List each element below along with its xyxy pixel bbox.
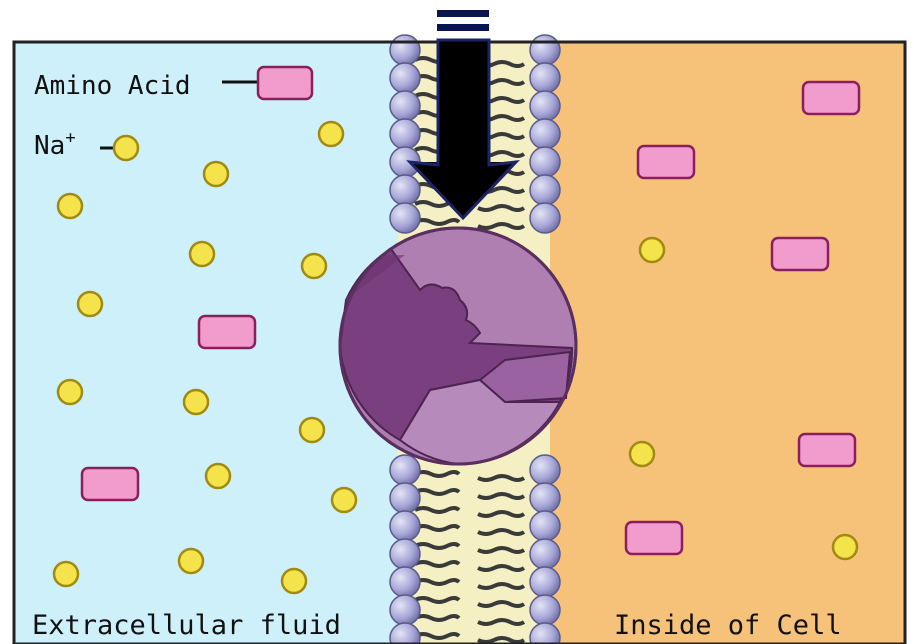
phospholipid-head-icon: [530, 203, 560, 233]
sodium-ion-icon: [179, 549, 203, 573]
phospholipid-head-icon: [530, 455, 560, 485]
sodium-ion-icon: [78, 292, 102, 316]
amino-acid-icon: [199, 316, 255, 348]
phospholipid-head-icon: [390, 567, 420, 597]
sodium-ion-icon: [54, 562, 78, 586]
phospholipid-head-icon: [390, 511, 420, 541]
amino-acid-icon: [772, 238, 828, 270]
amino-acid-icon: [82, 468, 138, 500]
sodium-ion-icon: [332, 488, 356, 512]
phospholipid-head-icon: [530, 175, 560, 205]
phospholipid-head-icon: [390, 595, 420, 625]
phospholipid-head-icon: [530, 91, 560, 121]
sodium-legend-icon: [114, 136, 138, 160]
sodium-ion-icon: [190, 242, 214, 266]
sodium-ion-icon: [319, 122, 343, 146]
phospholipid-head-icon: [530, 511, 560, 541]
sodium-ion-icon: [282, 569, 306, 593]
sodium-ion-icon: [58, 194, 82, 218]
amino-acid-icon: [638, 146, 694, 178]
amino-acid-legend: Amino Acid: [34, 67, 312, 101]
phospholipid-head-icon: [530, 63, 560, 93]
phospholipid-head-icon: [530, 119, 560, 149]
extracellular-fluid-label: Extracellular fluid: [32, 610, 341, 641]
sodium-ion-icon: [206, 464, 230, 488]
inside-of-cell-label: Inside of Cell: [614, 610, 842, 641]
amino-acid-legend-icon: [258, 67, 312, 99]
phospholipid-head-icon: [530, 35, 560, 65]
sodium-ion-icon: [302, 254, 326, 278]
sodium-ion-icon: [300, 418, 324, 442]
phospholipid-head-icon: [530, 147, 560, 177]
sodium-ion-icon: [640, 238, 664, 262]
phospholipid-head-icon: [390, 539, 420, 569]
phospholipid-head-icon: [390, 455, 420, 485]
amino-acid-icon: [799, 434, 855, 466]
phospholipid-head-icon: [390, 91, 420, 121]
phospholipid-head-icon: [390, 203, 420, 233]
phospholipid-head-icon: [390, 175, 420, 205]
sodium-ion-icon: [58, 380, 82, 404]
phospholipid-head-icon: [530, 539, 560, 569]
transporter-protein-icon: [340, 228, 576, 464]
phospholipid-head-icon: [530, 595, 560, 625]
amino-acid-icon: [626, 522, 682, 554]
sodium-ion-icon: [630, 442, 654, 466]
sodium-ion-icon: [184, 390, 208, 414]
phospholipid-head-icon: [530, 567, 560, 597]
amino-acid-label: Amino Acid: [34, 71, 191, 101]
phospholipid-head-icon: [390, 35, 420, 65]
phospholipid-head-icon: [390, 119, 420, 149]
phospholipid-head-icon: [390, 483, 420, 513]
phospholipid-head-icon: [530, 483, 560, 513]
sodium-ion-icon: [204, 162, 228, 186]
sodium-ion-icon: [833, 535, 857, 559]
phospholipid-head-icon: [390, 63, 420, 93]
amino-acid-icon: [803, 82, 859, 114]
